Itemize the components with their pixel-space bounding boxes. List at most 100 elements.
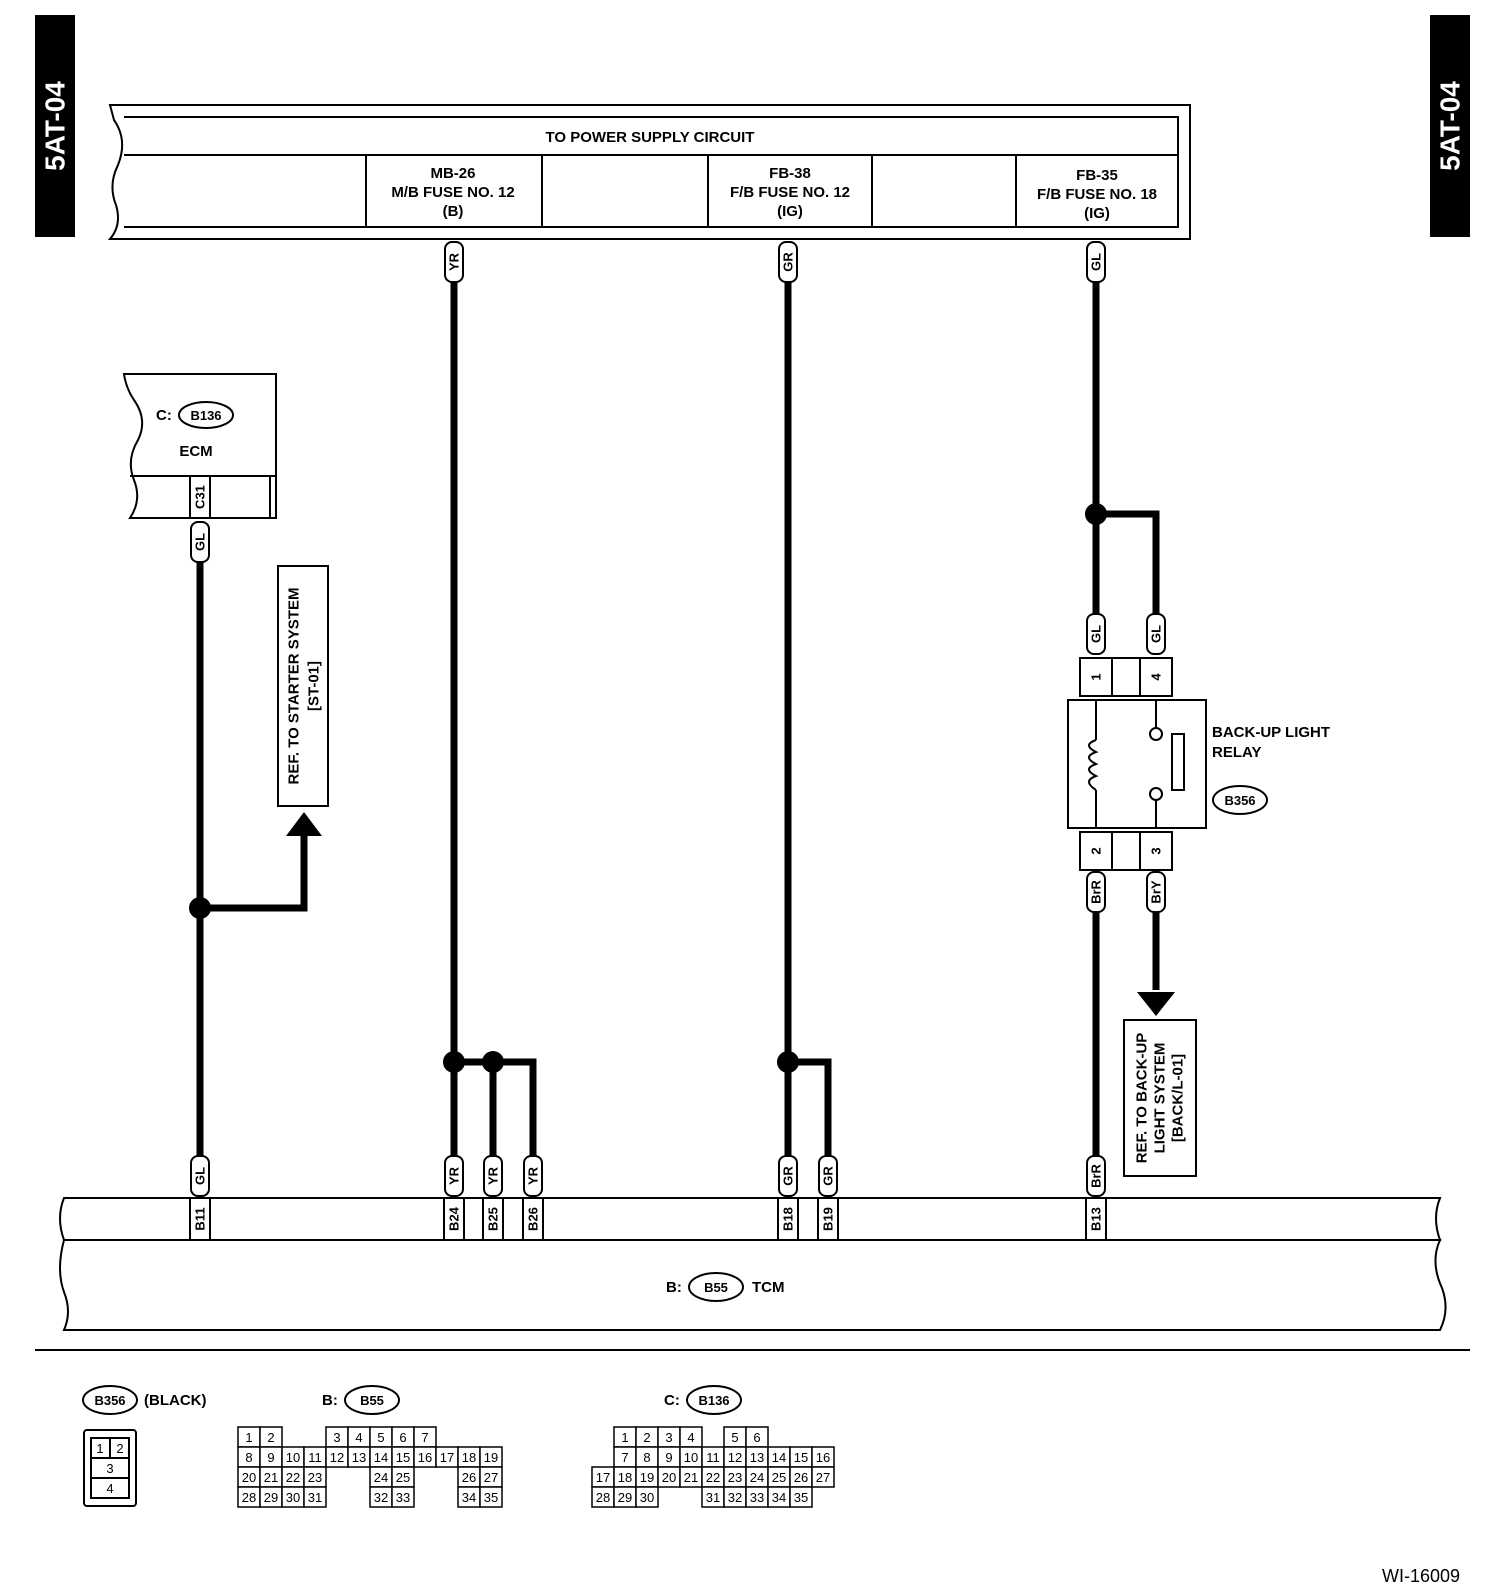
b55-pin-number: 28 — [242, 1490, 256, 1505]
b55-pin-number: 23 — [308, 1470, 322, 1485]
wire-tag-relay-gl-1: GL — [1089, 625, 1104, 643]
b55-pin-number: 13 — [352, 1450, 366, 1465]
backup-ref-line3: [BACK/L-01] — [1170, 1054, 1187, 1142]
junction-dot — [777, 1051, 799, 1073]
b356-pin-4: 4 — [106, 1481, 113, 1496]
junctions — [189, 503, 1107, 1073]
relay-connector-id: B356 — [1224, 793, 1255, 808]
b55-pin-number: 29 — [264, 1490, 278, 1505]
b55-pin-number: 4 — [355, 1430, 362, 1445]
b55-prefix: B: — [322, 1392, 338, 1409]
b136-pin-number: 30 — [640, 1490, 654, 1505]
junction-dot — [482, 1051, 504, 1073]
tcm-pin-label: B24 — [447, 1206, 462, 1231]
b55-pin-number: 32 — [374, 1490, 388, 1505]
b55-pin-number: 31 — [308, 1490, 322, 1505]
fuse-mb26-mode: (B) — [443, 203, 464, 220]
wire-gr-branch — [788, 1058, 832, 1156]
tcm-label: TCM — [752, 1279, 785, 1296]
b136-pin-number: 14 — [772, 1450, 786, 1465]
b136-pin-number: 18 — [618, 1470, 632, 1485]
b55-pin-number: 8 — [245, 1450, 252, 1465]
b136-pin-number: 10 — [684, 1450, 698, 1465]
wire-tags: YR GR GL GL GL GL BrR BrY GL YR YR YR GR… — [190, 241, 1166, 1197]
wire-tag-gl: GL — [1089, 253, 1104, 271]
b55-pin-number: 25 — [396, 1470, 410, 1485]
section-tab-right: 5AT-04 — [1430, 15, 1470, 237]
b136-pin-number: 4 — [687, 1430, 694, 1445]
starter-ref-line1: REF. TO STARTER SYSTEM — [286, 588, 303, 785]
wires — [196, 282, 1160, 1156]
b55-pin-number: 26 — [462, 1470, 476, 1485]
b356-id: B356 — [94, 1393, 125, 1408]
b55-pin-number: 22 — [286, 1470, 300, 1485]
wire-tag-gr: GR — [781, 252, 796, 272]
b55-pin-cell — [391, 1486, 415, 1508]
b55-pin-number: 34 — [462, 1490, 476, 1505]
fuse-fb38-mode: (IG) — [777, 203, 803, 220]
wire-tag-b26: YR — [526, 1166, 541, 1185]
fuse-fb38-desc: F/B FUSE NO. 12 — [730, 184, 850, 201]
tcm-pin-label: B19 — [821, 1207, 836, 1231]
b55-pin-cell — [479, 1486, 503, 1508]
relay-label-line1: BACK-UP LIGHT — [1212, 724, 1330, 741]
tcm-pin-cell — [482, 1197, 504, 1241]
wire-tag-relay-gl-4: GL — [1149, 625, 1164, 643]
b55-pin-number: 24 — [374, 1470, 388, 1485]
tcm-pin-label: B11 — [193, 1207, 208, 1230]
b136-pin-number: 35 — [794, 1490, 808, 1505]
b136-pin-number: 23 — [728, 1470, 742, 1485]
tcm-pin-cell — [522, 1197, 544, 1241]
b136-pin-number: 1 — [621, 1430, 628, 1445]
b136-pin-number: 34 — [772, 1490, 786, 1505]
backup-ref-box: REF. TO BACK-UP LIGHT SYSTEM [BACK/L-01] — [1123, 1019, 1197, 1177]
power-supply-box: TO POWER SUPPLY CIRCUIT MB-26 M/B FUSE N… — [107, 104, 1191, 240]
b136-pin-number: 26 — [794, 1470, 808, 1485]
b136-pin-number: 25 — [772, 1470, 786, 1485]
b55-pin-number: 15 — [396, 1450, 410, 1465]
tcm-pin-cell — [189, 1197, 211, 1241]
tcm-pin-label: B13 — [1089, 1207, 1104, 1231]
b136-pin-number: 27 — [816, 1470, 830, 1485]
b136-pin-number: 24 — [750, 1470, 764, 1485]
b136-pin-number: 17 — [596, 1470, 610, 1485]
section-tab-left: 5AT-04 — [35, 15, 75, 237]
wire-tag-relay-bry: BrY — [1149, 880, 1164, 903]
b55-pin-number: 9 — [267, 1450, 274, 1465]
b136-pin-number: 6 — [753, 1430, 760, 1445]
b55-pin-number: 17 — [440, 1450, 454, 1465]
b136-pin-number: 29 — [618, 1490, 632, 1505]
wire-tag-relay-brr: BrR — [1089, 879, 1104, 903]
tcm-pin-cell — [817, 1197, 839, 1241]
fuse-fb35-desc: F/B FUSE NO. 18 — [1037, 186, 1157, 203]
tcm-prefix: B: — [666, 1279, 682, 1296]
b55-pin-number: 5 — [377, 1430, 384, 1445]
relay-pin-1: 1 — [1089, 673, 1104, 680]
b136-pin-number: 13 — [750, 1450, 764, 1465]
tcm-pin-label: B25 — [486, 1207, 501, 1231]
b55-pin-number: 1 — [245, 1430, 252, 1445]
b55-pin-number: 19 — [484, 1450, 498, 1465]
relay-pin-4: 4 — [1149, 673, 1164, 681]
b136-pin-number: 15 — [794, 1450, 808, 1465]
wire-tag-b11: GL — [193, 1167, 208, 1185]
backup-ref-line1: REF. TO BACK-UP — [1134, 1033, 1151, 1164]
wire-yr-branch — [454, 1058, 537, 1156]
fuse-fb35-name: FB-35 — [1076, 167, 1118, 184]
relay-pin-3: 3 — [1149, 847, 1164, 854]
b136-pin-number: 32 — [728, 1490, 742, 1505]
b55-pin-number: 14 — [374, 1450, 388, 1465]
b55-pin-number: 3 — [333, 1430, 340, 1445]
b55-pin-number: 12 — [330, 1450, 344, 1465]
fuse-fb35-mode: (IG) — [1084, 205, 1110, 222]
ecm-prefix: C: — [156, 407, 172, 424]
b55-pin-number: 18 — [462, 1450, 476, 1465]
ecm-box: C: B136 ECM C31 — [122, 373, 277, 519]
b55-pin-number: 35 — [484, 1490, 498, 1505]
connector-view-b356: B356 (BLACK) 1 2 3 4 — [82, 1385, 206, 1507]
